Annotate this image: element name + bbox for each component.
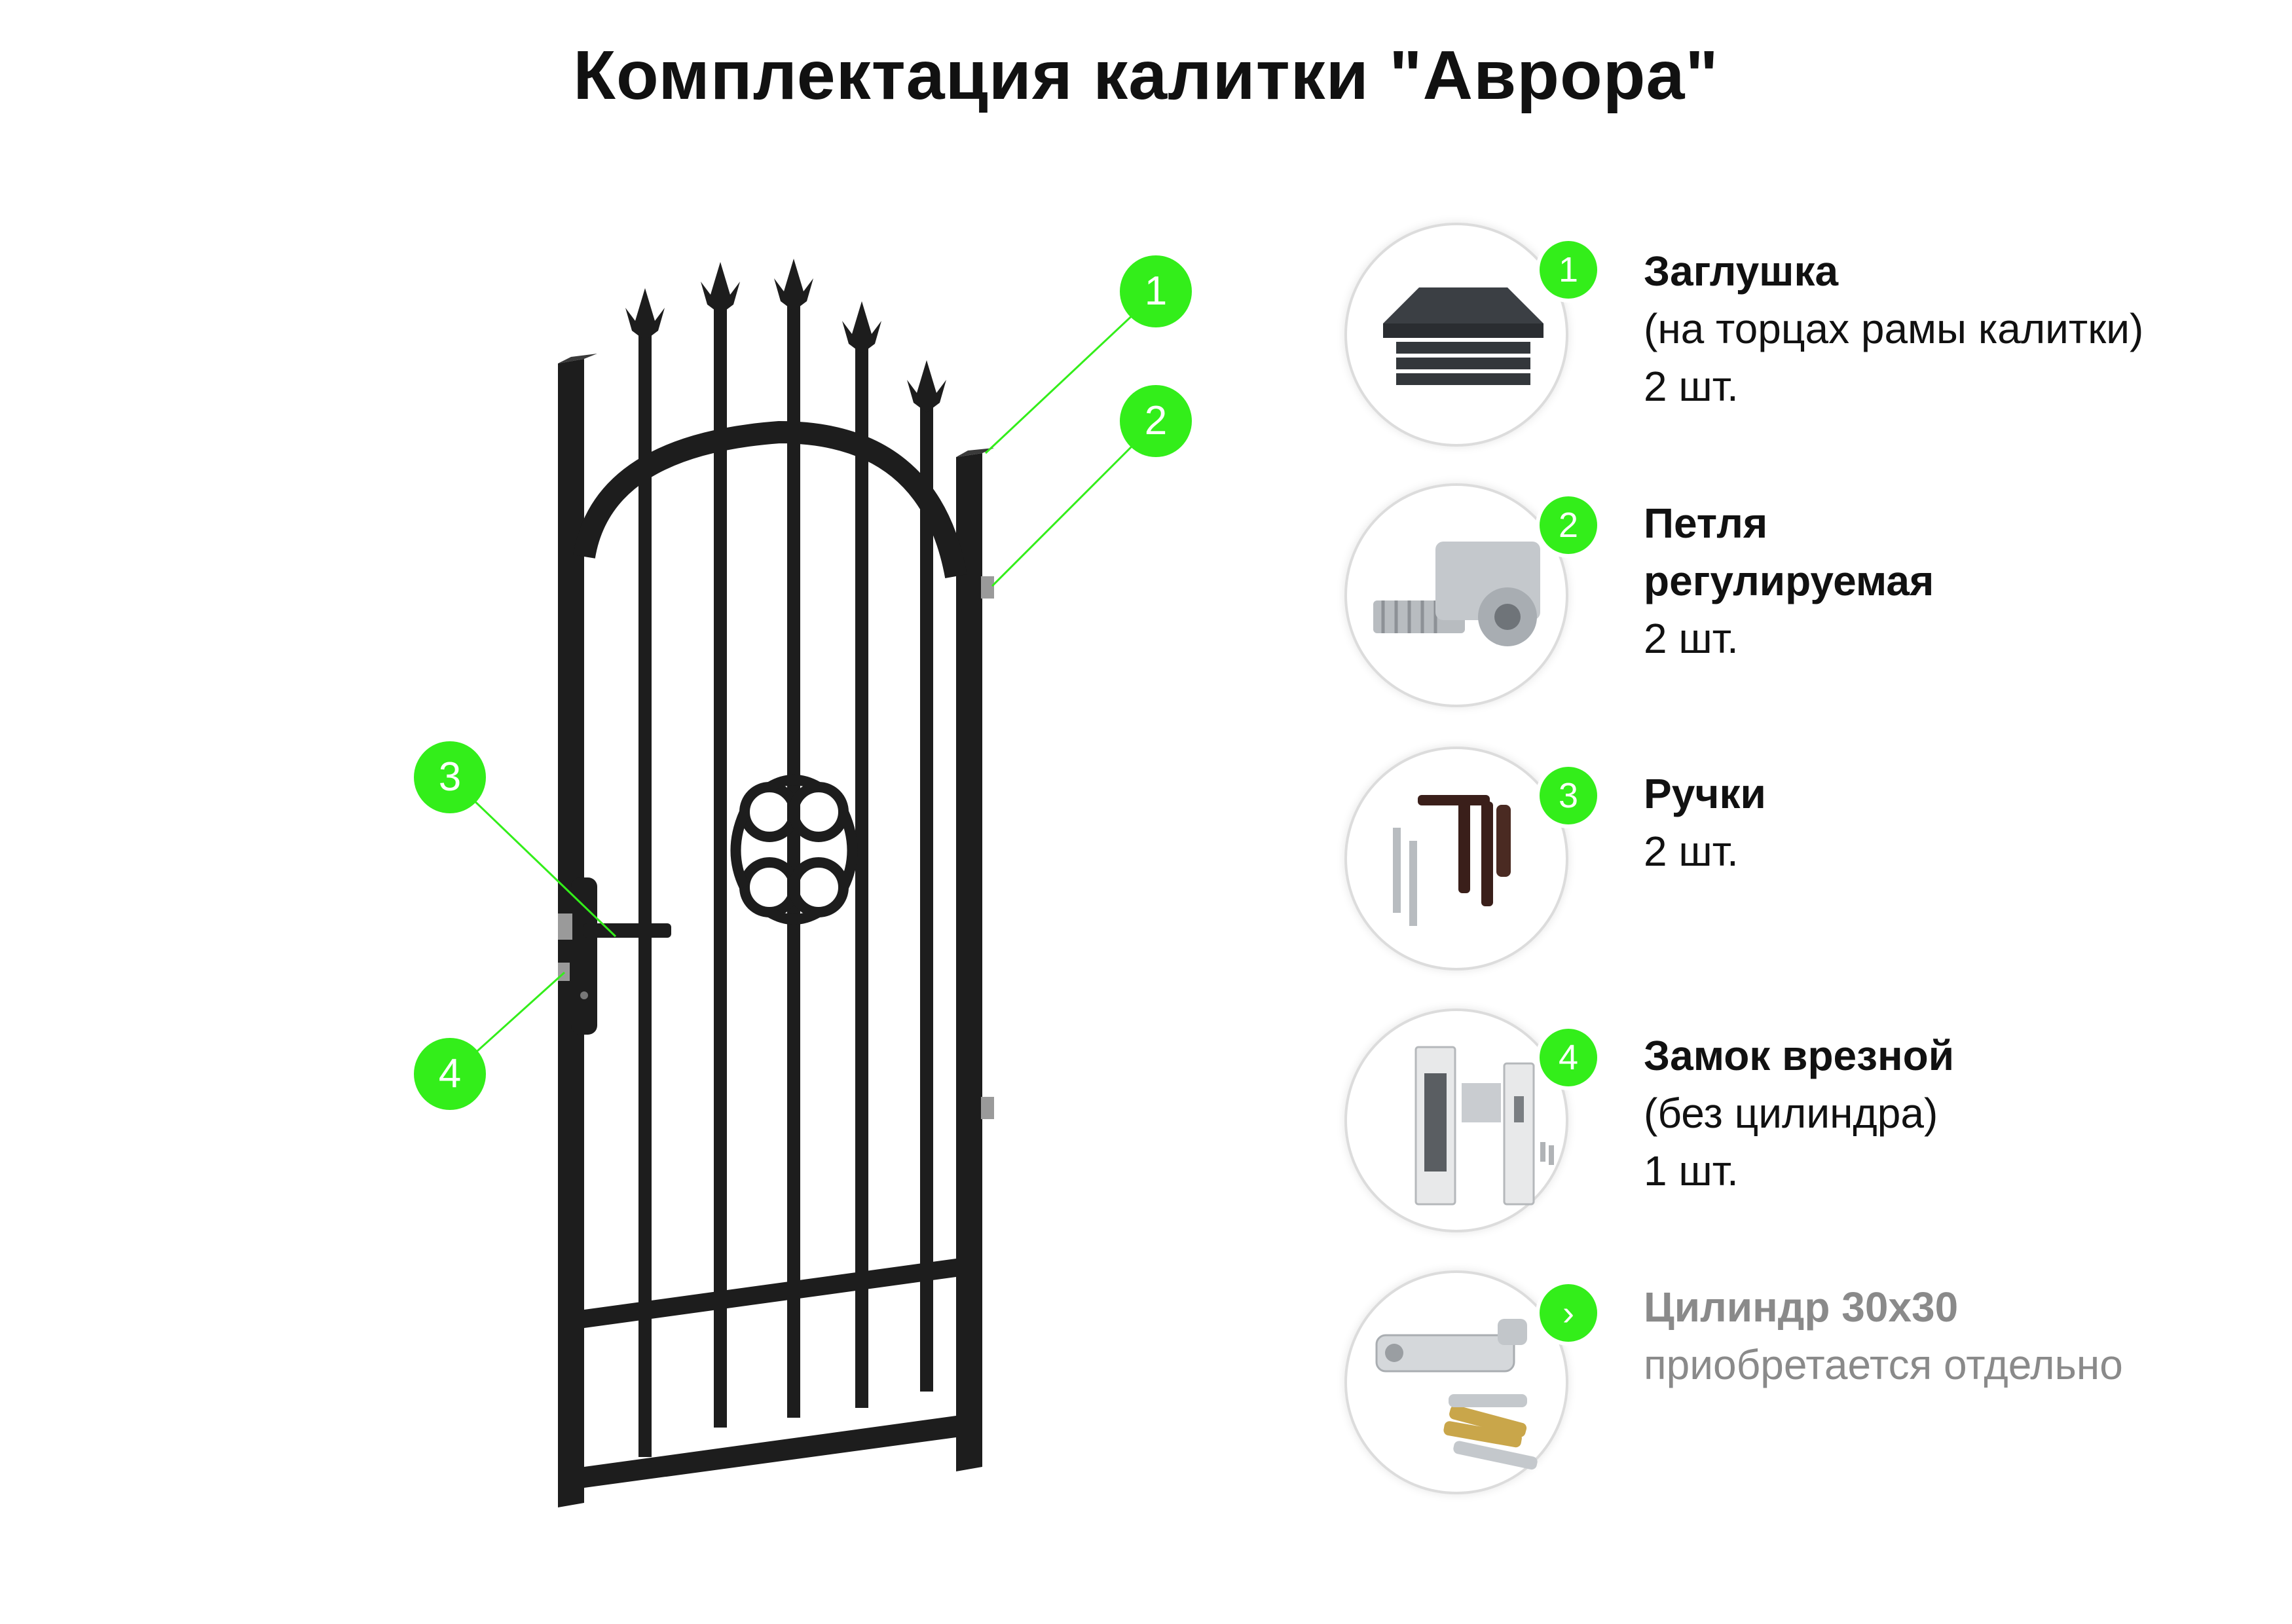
item-5-name: Цилиндр 30х30 xyxy=(1644,1283,1959,1331)
scroll-ornament xyxy=(730,775,858,925)
item-1-sub: (на торцах рамы калитки) xyxy=(1644,305,2144,352)
item-image-cylinder xyxy=(1344,1270,1568,1494)
page-title: Комплектация калитки "Аврора" xyxy=(573,37,1719,114)
item-2-sub: регулируемая xyxy=(1644,557,1934,604)
item-badge-3: 3 xyxy=(1536,763,1601,828)
item-image-handles xyxy=(1344,747,1568,970)
item-1-qty: 2 шт. xyxy=(1644,363,1739,410)
item-5-sub: приобретается отдельно xyxy=(1644,1341,2123,1388)
callout-badge-3: 3 xyxy=(414,741,486,813)
item-1-name: Заглушка xyxy=(1644,248,1839,295)
item-image-hinge xyxy=(1344,483,1568,707)
lock-cylinder-keys-icon xyxy=(1375,1319,1538,1470)
item-2-name: Петля xyxy=(1644,500,1768,547)
callout-line-1 xyxy=(984,292,1157,454)
item-badge-2: 2 xyxy=(1536,492,1601,558)
item-badge-4: 4 xyxy=(1536,1025,1601,1090)
item-image-end-cap xyxy=(1344,223,1568,447)
hinge-marks xyxy=(981,576,994,1119)
gate-bars xyxy=(638,288,933,1457)
adjustable-hinge-icon xyxy=(1373,542,1540,646)
callout-badge-2: 2 xyxy=(1120,385,1192,457)
item-2-text: Петля регулируемая 2 шт. xyxy=(1644,494,1934,667)
item-3-qty: 2 шт. xyxy=(1644,828,1739,875)
item-4-name: Замок врезной xyxy=(1644,1032,1955,1079)
item-badge-1: 1 xyxy=(1536,237,1601,303)
callout-badge-1: 1 xyxy=(1120,255,1192,327)
end-cap-plug-icon xyxy=(1383,287,1543,385)
item-badge-5: › xyxy=(1536,1280,1601,1346)
callout-line-3 xyxy=(451,778,617,938)
item-3-name: Ручки xyxy=(1644,770,1766,817)
item-4-qty: 1 шт. xyxy=(1644,1147,1739,1194)
mortise-lock-icon xyxy=(1414,1046,1554,1206)
callout-line-2 xyxy=(991,421,1157,587)
item-5-text: Цилиндр 30х30 приобретается отдельно xyxy=(1644,1278,2123,1393)
item-4-text: Замок врезной (без цилиндра) 1 шт. xyxy=(1644,1027,1954,1200)
callout-badge-4: 4 xyxy=(414,1038,486,1110)
item-3-text: Ручки 2 шт. xyxy=(1644,765,1766,880)
item-1-text: Заглушка (на торцах рамы калитки) 2 шт. xyxy=(1644,242,2143,415)
item-image-lock xyxy=(1344,1008,1568,1232)
handle-lock-assembly xyxy=(558,877,671,1035)
item-2-qty: 2 шт. xyxy=(1644,615,1739,662)
item-4-sub: (без цилиндра) xyxy=(1644,1090,1938,1137)
door-handles-icon xyxy=(1393,795,1511,926)
spear-tips xyxy=(625,259,946,413)
